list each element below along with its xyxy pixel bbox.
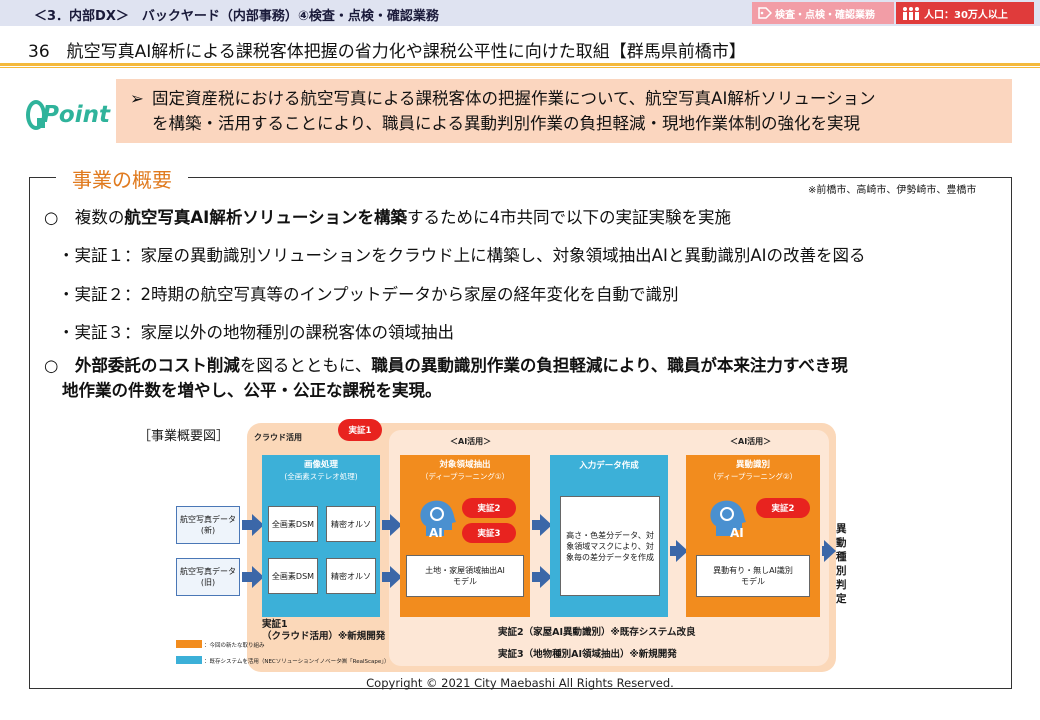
arrow-stem xyxy=(670,546,676,556)
bulb-icon xyxy=(26,100,47,130)
badge-jissho1: 実証1 xyxy=(338,419,382,441)
title-underline xyxy=(0,63,1040,66)
arrow-stem xyxy=(242,572,252,582)
page-title: 36 航空写真AI解析による課税客体把握の省力化や課税公平性に向けた取組【群馬県… xyxy=(28,42,746,62)
ai-use-label-1: ＜AI活用＞ xyxy=(450,437,492,446)
category-tag-label: 検査・点検・確認業務 xyxy=(775,9,875,21)
arrow-right-icon xyxy=(252,514,264,536)
title-underline-thin xyxy=(0,67,1040,68)
change-id-title: 異動識別 xyxy=(735,460,770,470)
point-box: ➢固定資産税における航空写真による課税客体の把握作業について、航空写真AI解析ソ… xyxy=(116,79,1012,143)
land-building-model-box: 土地・家屋領域抽出AIモデル xyxy=(406,555,524,597)
badge-jissho2: 実証2 xyxy=(462,498,516,518)
category-tag: 検査・点検・確認業務 xyxy=(752,2,894,24)
tag-icon xyxy=(758,7,772,19)
ai-head-icon xyxy=(710,500,746,536)
note-jissho2: 実証2（家屋AI異動識別）※既存システム改良 xyxy=(498,627,696,638)
dsm-box-old: 全画素DSM xyxy=(268,558,318,594)
diagram-label: ［事業概要図］ xyxy=(138,429,230,444)
target-extraction-title: 対象領域抽出 xyxy=(439,460,491,470)
sub-bullet-2: ・実証２：2時期の航空写真等のインプットデータから家屋の経年変化を自動で識別 xyxy=(58,285,679,304)
ai-label-2: AI xyxy=(730,526,744,540)
change-id-sub: （ディープラーニング②） xyxy=(708,472,798,481)
cloud-label: クラウド活用 xyxy=(254,433,302,442)
ai-head-icon xyxy=(420,500,456,536)
legend-swatch-blue xyxy=(176,656,202,664)
legend-swatch-orange xyxy=(176,640,202,648)
result-label: 異動種別判定 xyxy=(836,523,847,605)
bullet-1: ○ 複数の航空写真AI解析ソリューションを構築するために4市共同で以下の実証実験… xyxy=(44,208,731,227)
note-jissho3: 実証3（地物種別AI領域抽出）※新規開発 xyxy=(498,649,677,660)
note-jissho1: 実証1 xyxy=(262,619,288,630)
arrow-right-icon xyxy=(824,540,836,562)
arrow-stem xyxy=(242,520,252,530)
change-model-box: 異動有り・無しAI識別モデル xyxy=(696,555,810,597)
arrow-right-icon xyxy=(390,566,402,588)
arrow-right-icon xyxy=(252,566,264,588)
arrow-right-icon xyxy=(540,566,552,588)
image-processing-title: 画像処理 xyxy=(303,460,338,470)
legend-existing: ：既存システムを活用（NECソリューションイノベータ㈱「RealScape」） xyxy=(204,659,390,665)
overview-frame xyxy=(29,177,1012,689)
point-logo-text: Point xyxy=(42,102,110,128)
input-photo-old: 航空写真データ(旧) xyxy=(176,558,240,596)
section-title: ＜3．内部DX＞ バックヤード（内部事務）④検査・点検・確認業務 xyxy=(34,9,439,24)
point-logo: Point xyxy=(26,96,110,134)
legend-new: ：今回の新たな取り組み xyxy=(204,643,265,649)
input-photo-new: 航空写真データ(新) xyxy=(176,506,240,544)
ortho-box-new: 精密オルソ xyxy=(326,506,376,542)
sub-bullet-1: ・実証１：家屋の異動識別ソリューションをクラウド上に構築し、対象領域抽出AIと異… xyxy=(58,246,866,265)
badge-jissho2-b: 実証2 xyxy=(756,498,810,518)
input-data-title: 入力データ作成 xyxy=(579,461,639,471)
population-tag-label: 人口：30万人以上 xyxy=(924,9,1008,21)
diff-data-box: 高さ・色差分データ、対象領域マスクにより、対象毎の差分データを作成 xyxy=(560,496,660,596)
people-icon xyxy=(903,7,919,20)
dsm-box-new: 全画素DSM xyxy=(268,506,318,542)
target-extraction-sub: （ディープラーニング①） xyxy=(420,472,510,481)
bullet-2: ○ 外部委託のコスト削減を図るとともに、職員の異動識別作業の負担軽減により、職員… xyxy=(44,356,848,375)
arrow-stem xyxy=(382,572,390,582)
arrow-bullet-icon: ➢ xyxy=(130,89,144,108)
arrow-stem xyxy=(822,546,824,556)
point-line-1: ➢固定資産税における航空写真による課税客体の把握作業について、航空写真AI解析ソ… xyxy=(130,86,1012,111)
point-line-2: を構築・活用することにより、職員による異動判別作業の負担軽減・現地作業体制の強化… xyxy=(152,114,861,133)
cities-note: ※前橋市、高崎市、伊勢崎市、豊橋市 xyxy=(808,185,977,196)
arrow-right-icon xyxy=(676,540,688,562)
image-processing-sub: (全画素ステレオ処理) xyxy=(284,472,358,481)
copyright: Copyright © 2021 City Maebashi All Right… xyxy=(366,676,674,690)
population-tag: 人口：30万人以上 xyxy=(896,2,1034,24)
arrow-stem xyxy=(532,520,540,530)
arrow-right-icon xyxy=(390,514,402,536)
overview-label: 事業の概要 xyxy=(56,164,188,193)
arrow-stem xyxy=(382,520,390,530)
badge-jissho3: 実証3 xyxy=(462,523,516,543)
ai-label-1: AI xyxy=(429,526,443,540)
ai-use-label-2: ＜AI活用＞ xyxy=(730,437,772,446)
note-jissho1-detail: （クラウド活用）※新規開発 xyxy=(262,631,386,642)
arrow-stem xyxy=(532,572,540,582)
bullet-2-cont: 地作業の件数を増やし、公平・公正な課税を実現。 xyxy=(62,381,442,400)
arrow-right-icon xyxy=(540,514,552,536)
ortho-box-old: 精密オルソ xyxy=(326,558,376,594)
sub-bullet-3: ・実証３：家屋以外の地物種別の課税客体の領域抽出 xyxy=(58,323,454,342)
